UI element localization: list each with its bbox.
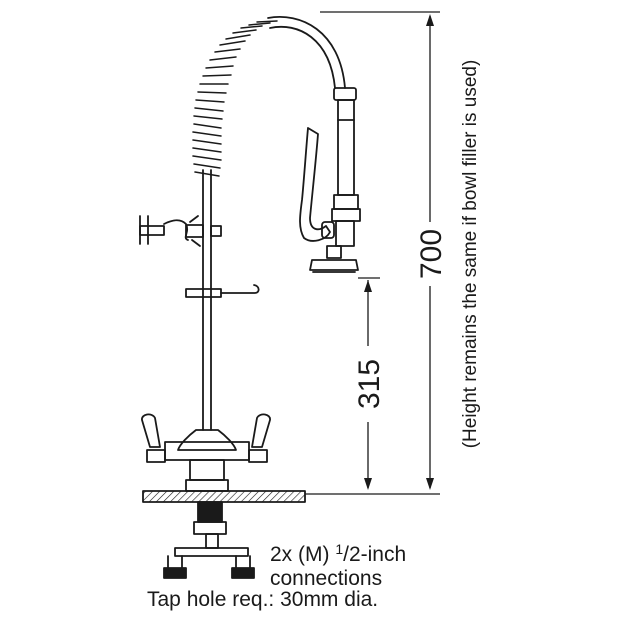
tap-hole-note: Tap hole req.: 30mm dia.	[147, 588, 379, 611]
dimension-315-label: 315	[353, 359, 386, 409]
spray-handle	[299, 127, 331, 242]
spring-coil	[192, 20, 278, 177]
worktop	[142, 490, 306, 503]
left-handle	[141, 413, 161, 448]
dimension-700-label: 700	[415, 229, 448, 279]
height-note: (Height remains the same if bowl filler …	[460, 60, 481, 449]
connections-prefix: 2x (M)	[270, 543, 336, 566]
right-handle	[251, 413, 271, 448]
hose-hook	[185, 284, 260, 298]
mixer-body	[146, 429, 268, 492]
connections-note: 2x (M) 1/2-inch connections	[270, 537, 406, 591]
under-counter-fittings	[163, 501, 255, 579]
spray-head	[309, 245, 359, 273]
connections-fraction-rest: /2-inch	[343, 543, 407, 566]
spray-hose	[267, 16, 346, 89]
spray-valve	[321, 87, 361, 247]
riser-pipe	[202, 169, 212, 431]
connections-fraction-numerator: 1	[335, 541, 344, 557]
wall-bracket-valve	[139, 215, 222, 247]
connections-label: connections	[270, 567, 383, 590]
